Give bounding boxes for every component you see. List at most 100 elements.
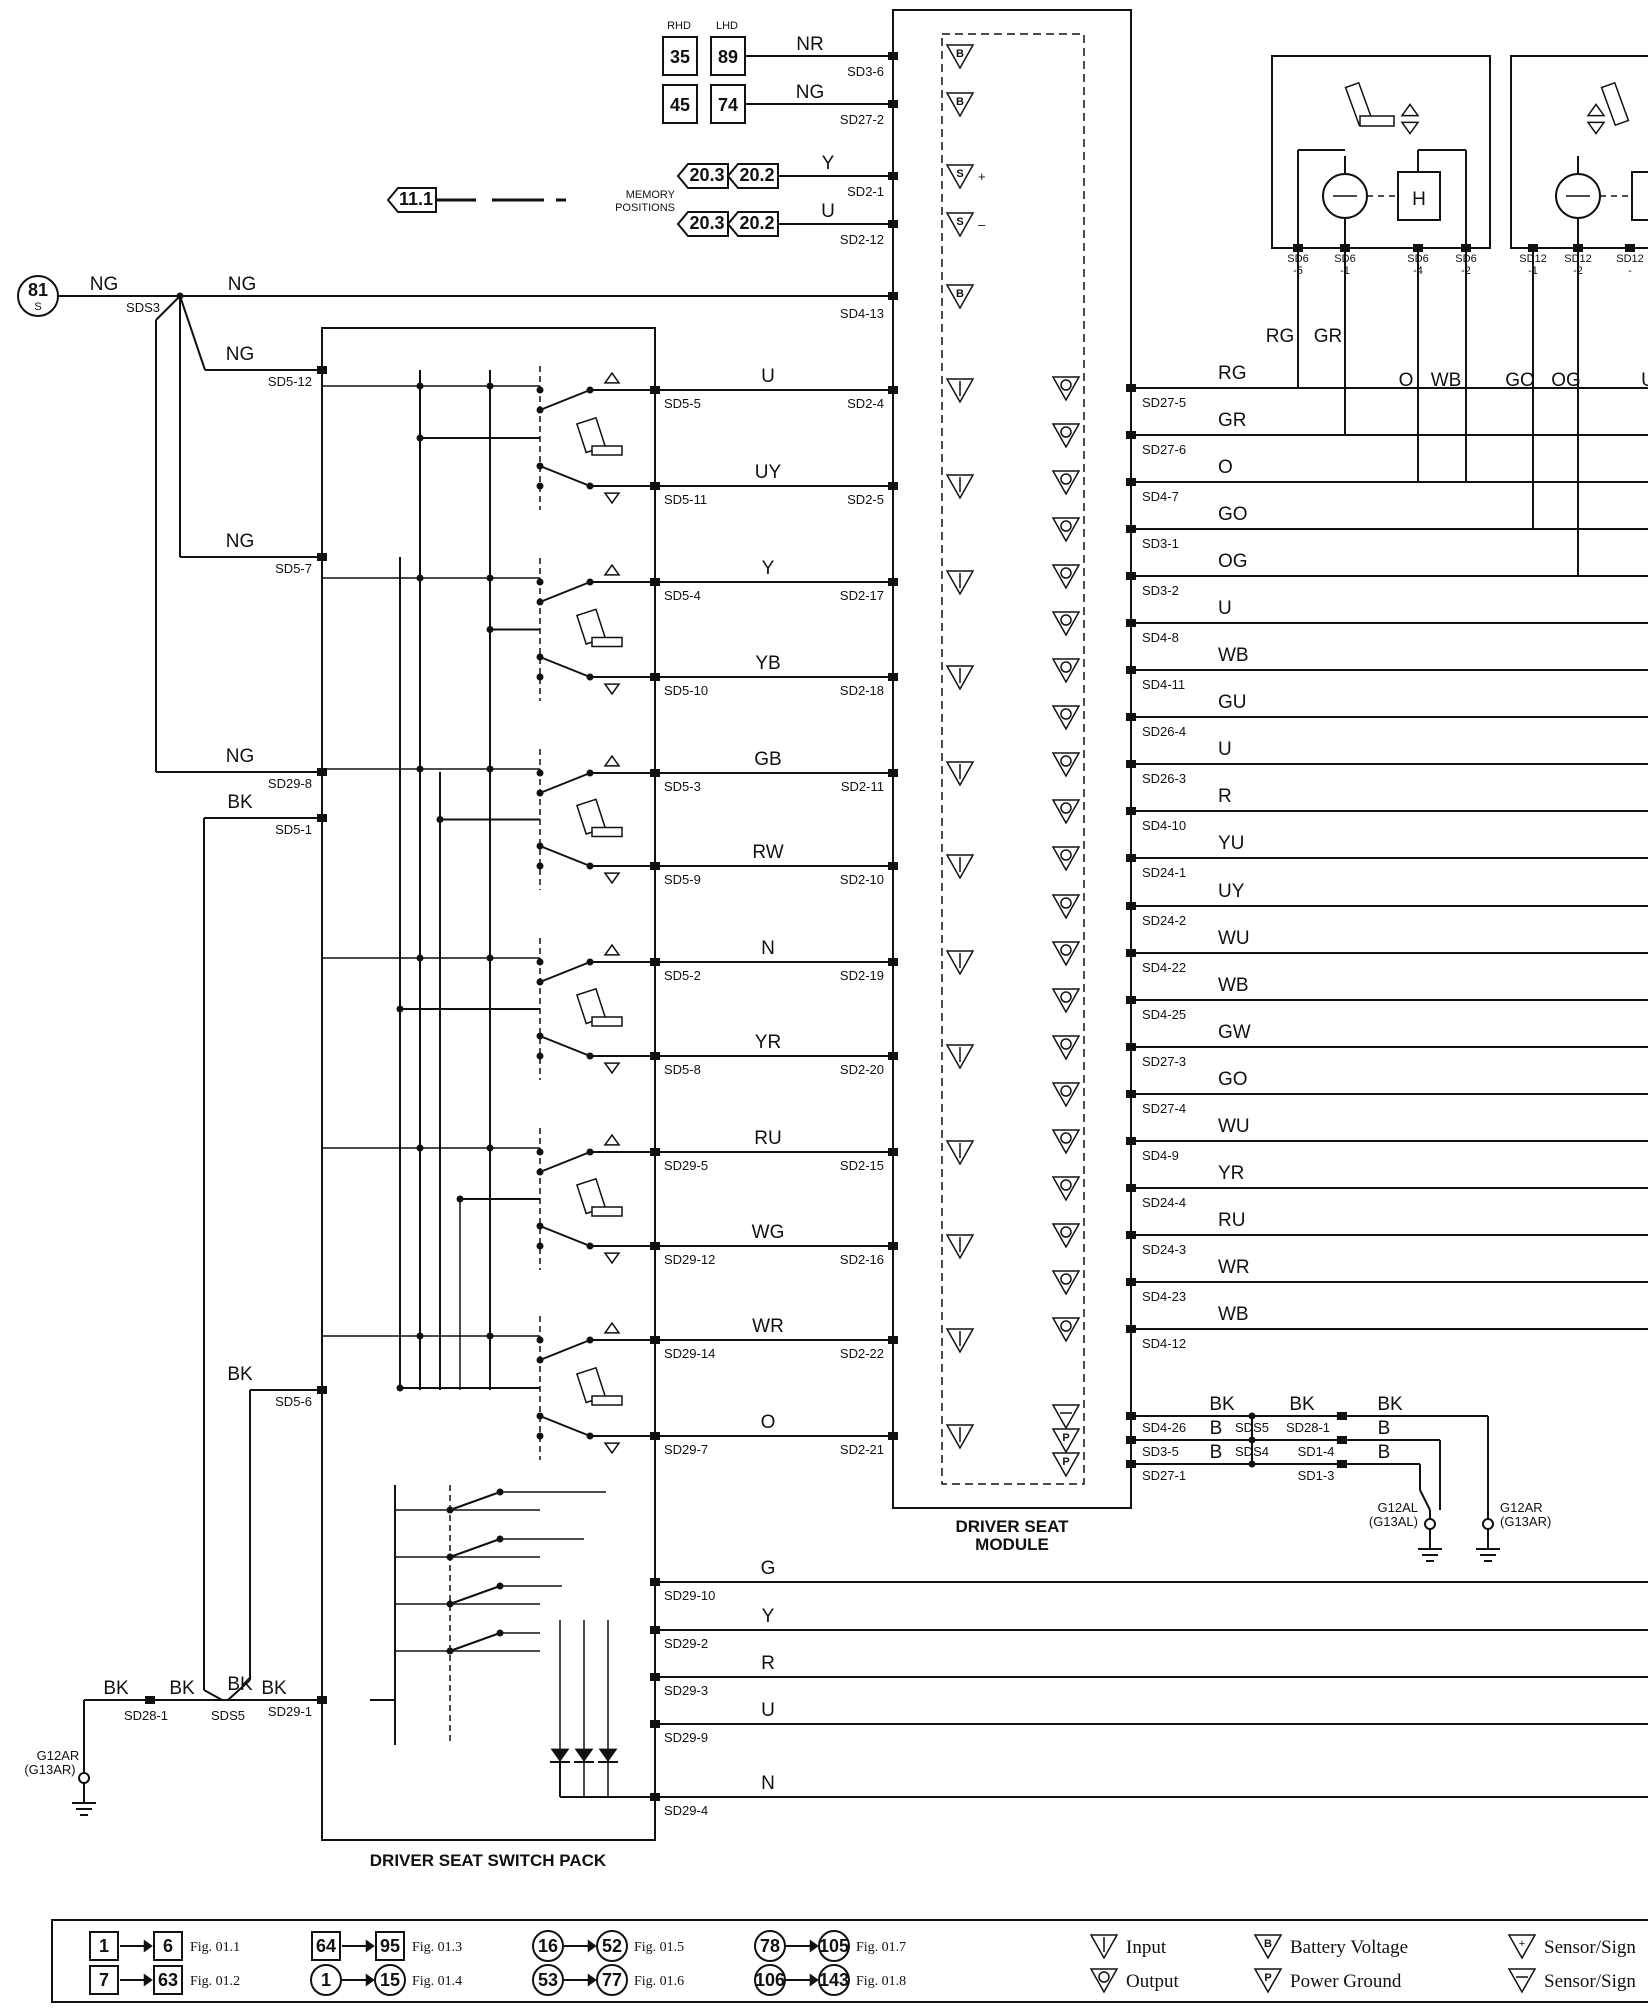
output-icon-ring [1060,1226,1072,1238]
legend-sensor-icon [1507,1934,1537,1960]
bottom-switch-pivot [446,1600,454,1608]
switch-contact [536,862,544,870]
rhd-number: 45 [670,95,690,115]
rhd-label: RHD [667,20,691,32]
legend-to-box [375,1931,405,1961]
supply-pin: SD4-13 [840,306,884,321]
switch-pack-left-pin-label: SD5-12 [268,374,312,389]
switch-pack-bottom-pin [650,1626,660,1634]
switch-pivot [536,978,544,986]
legend-to: 77 [602,1970,622,1990]
module-output-pin [1126,666,1136,674]
direction-arrow [1400,103,1420,117]
ground-left-connector [145,1696,155,1704]
module-output-wire-code: WB [1218,1304,1249,1325]
direction-arrow [603,563,621,576]
switch-pack-left-wire: BK [227,1674,253,1695]
module-output-wire-code: WU [1218,1116,1250,1137]
module-input-pin [888,1336,898,1344]
switch-blade [539,772,591,794]
bottom-switch-blade [449,1585,501,1605]
ground-wire-code: BK [1377,1394,1403,1415]
legend-fig: Fig. 01.6 [634,1974,684,1989]
sensor-sign: + [978,169,986,184]
memory-wire-code: Y [822,153,835,174]
rhd-box [662,36,698,76]
module-output-wire-code: WB [1218,645,1249,666]
switch-wire-code: O [761,1412,776,1433]
seat-cushion-icon [591,636,623,648]
module-output-pin [1126,949,1136,957]
legend-to-circle [818,1930,850,1962]
supply-splice: SDS3 [126,300,160,315]
output-icon-ring [1060,802,1072,814]
switch-pivot [536,462,544,470]
bottom-wire-code: Y [762,1606,775,1627]
ground-left-wire: BK [169,1678,195,1699]
ground-name: G12AR [1500,1500,1543,1515]
output-icon-ring [1060,1179,1072,1191]
legend-from-box [89,1931,119,1961]
switch-pivot [536,1412,544,1420]
legend-arrow-head [365,1939,375,1953]
legend-from-circle [532,1930,564,1962]
module-output-wire-code: GU [1218,692,1247,713]
ground-left-wire: BK [261,1678,287,1699]
motor-wire-code: GO [1505,370,1535,391]
module-output-pin [1126,854,1136,862]
legend-to-circle [818,1964,850,1996]
legend-to: 143 [819,1970,849,1990]
power-ground-icon [1051,1452,1081,1478]
legend-from-circle [754,1930,786,1962]
legend-label: Power Ground [1290,1971,1402,1992]
output-icon-ring [1060,473,1072,485]
power-ground-icon [1051,1428,1081,1454]
ground-wire-code: B [1378,1442,1391,1463]
module-output-pin-label: SD3-2 [1142,583,1179,598]
bottom-wire-code: R [761,1653,775,1674]
output-icon-ring [1060,567,1072,579]
legend-from: 53 [538,1970,558,1990]
switch-blade [539,1151,591,1173]
module-title-2: MODULE [975,1535,1049,1554]
switch-pack-left-pin-label: SD29-1 [268,1704,312,1719]
ground-alt: (G13AR) [1500,1514,1551,1529]
switch-blade [539,845,591,867]
legend-from: 7 [99,1970,109,1990]
module-output-pin-label: SD4-8 [1142,630,1179,645]
module-pin-label: SD2-21 [840,1442,884,1457]
output-icon-ring [1060,661,1072,673]
module-output-pin [1126,1184,1136,1192]
header-pin-marker [888,52,898,60]
switch-pack-left-wire: BK [227,792,253,813]
output-icon-ring [1060,708,1072,720]
module-output-pin-label: SD3-1 [1142,536,1179,551]
supply-wire-code: NG [90,274,119,295]
legend-to-circle [596,1964,628,1996]
module-output-pin-label: SD4-22 [1142,960,1186,975]
hall-sensor-label: H [1412,189,1426,210]
memory-pin-marker [888,220,898,228]
bottom-wire-code: U [761,1700,775,1721]
motor-pin-label: -1 [1528,265,1538,277]
module-output-wire-code: RG [1218,363,1247,384]
motor-pin-label: -1 [1340,265,1350,277]
module-input-pin [888,958,898,966]
module-output-pin-label: SD4-10 [1142,818,1186,833]
sensor-signal-icon [945,212,975,238]
bottom-pin-label: SD29-4 [664,1803,708,1818]
legend-arrow-head [809,1973,819,1987]
ground-connector-label: SD1-4 [1298,1444,1335,1459]
motor-wire-code: RG [1266,326,1295,347]
legend-frame [51,1919,1648,2003]
module-output-wire-code: GO [1218,504,1248,525]
direction-arrow [603,872,621,885]
switch-pack-left-pin-label: SD5-1 [275,822,312,837]
module-input-pin [888,1432,898,1440]
module-output-wire-code: RU [1218,1210,1245,1231]
module-output-wire-code: YU [1218,833,1244,854]
bottom-wire-code: G [761,1558,776,1579]
sensor-signal-icon-letter: S [956,168,963,180]
ground-wire-code: B [1210,1442,1223,1463]
